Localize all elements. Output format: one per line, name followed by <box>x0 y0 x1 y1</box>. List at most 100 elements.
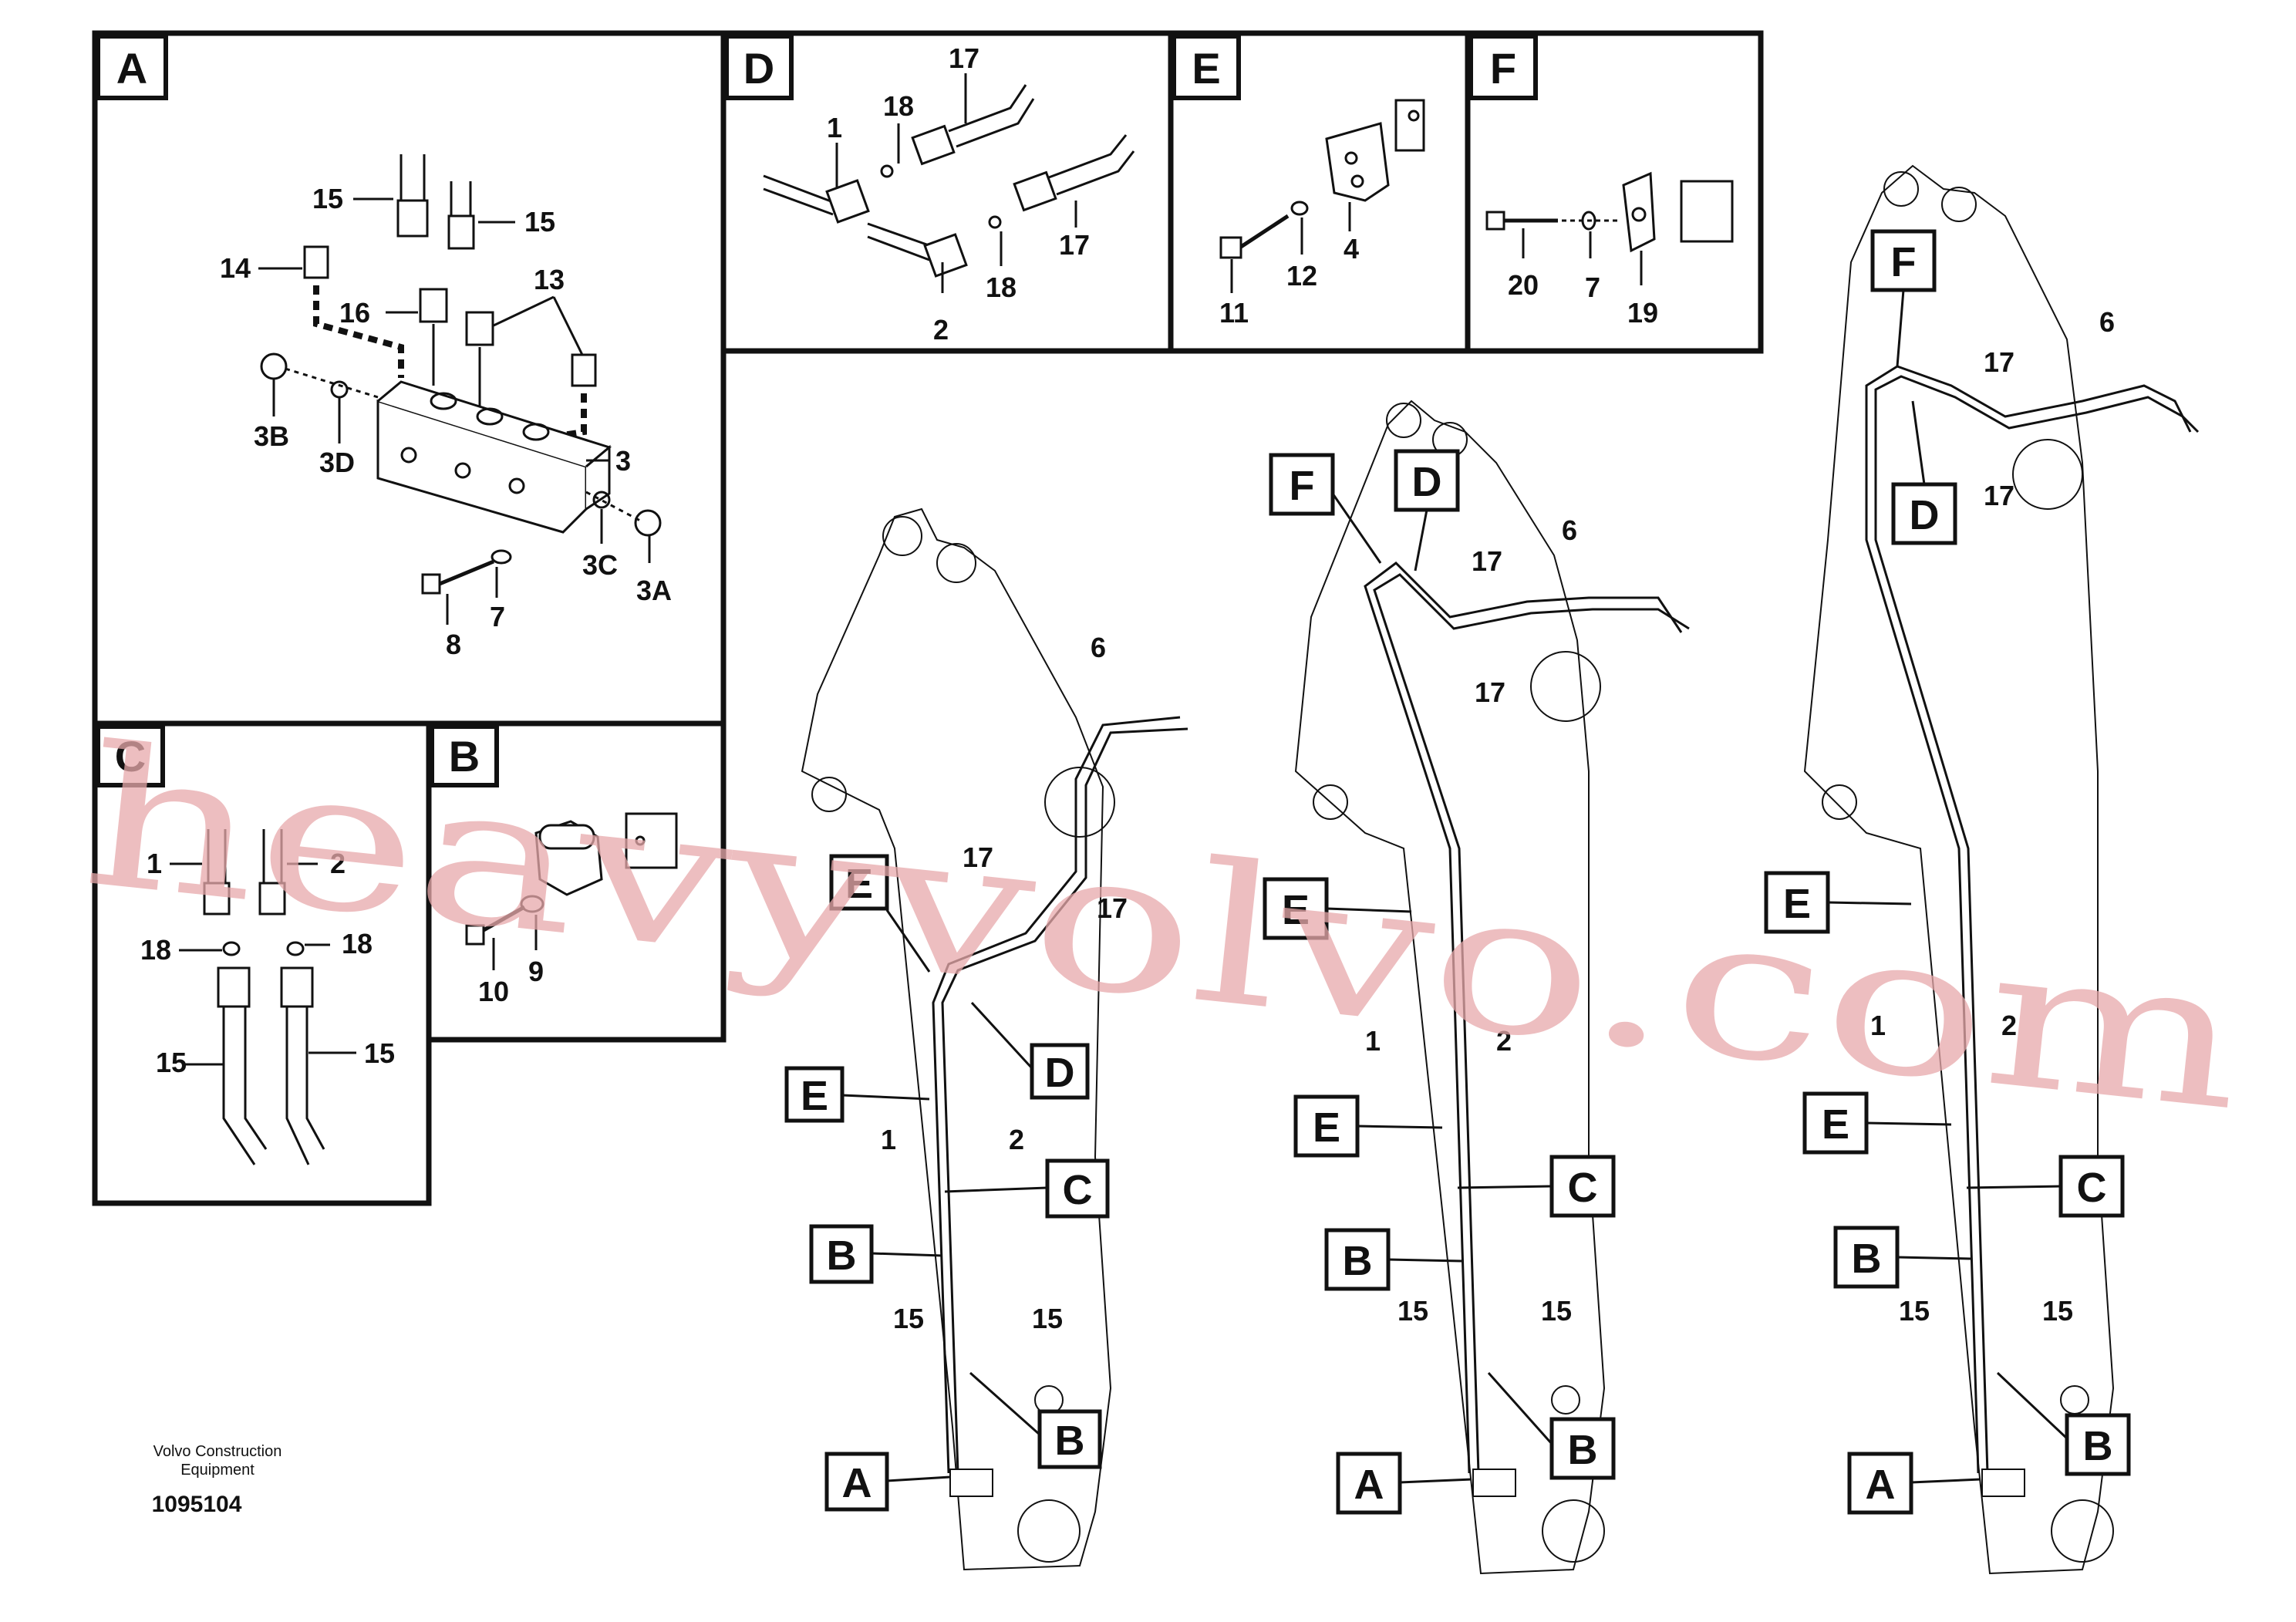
block-hole <box>1408 110 1420 122</box>
boom-middle-callout-b2: B <box>1549 1417 1616 1480</box>
boom-middle-callout-e2: E <box>1293 1094 1360 1158</box>
manifold-port-1 <box>430 392 457 410</box>
panel-d-letter: D <box>743 44 774 93</box>
boom-left-callout-e1: E <box>829 854 889 911</box>
svg-text:E: E <box>1313 1104 1340 1151</box>
svg-text:E: E <box>801 1073 828 1119</box>
clamp-4 <box>1325 122 1390 202</box>
label-b-10: 10 <box>478 976 509 1007</box>
panel-f-frame <box>1465 30 1764 354</box>
label-d-18-bottom: 18 <box>986 271 1017 303</box>
boom-left-callout-b2: B <box>1037 1409 1102 1469</box>
label-c-1: 1 <box>147 848 162 879</box>
fitting-14 <box>303 245 329 279</box>
label-3: 3 <box>615 445 631 477</box>
boom-middle-callout-c: C <box>1549 1155 1616 1218</box>
label-13: 13 <box>534 264 565 295</box>
plug-3a-axis <box>585 491 641 522</box>
seal-18-bottom <box>988 215 1002 229</box>
hose-15-right <box>450 181 472 216</box>
block-19b <box>1680 180 1734 243</box>
panel-e-letter: E <box>1192 44 1220 93</box>
watermark-text: heavyvolvo.com <box>75 703 2254 1153</box>
panel-a-labels: 15 15 14 16 13 3B 3D 3 3C 3A 7 8 <box>220 183 672 660</box>
bolt-8-shank <box>439 559 494 586</box>
elbow-2 <box>923 233 968 278</box>
boom-right-hose-b <box>1874 375 2200 1474</box>
boom-right-label-17b: 17 <box>1984 480 2014 511</box>
svg-text:A: A <box>1866 1462 1896 1508</box>
svg-text:D: D <box>1045 1050 1075 1096</box>
boom-middle-callout-b1: B <box>1324 1228 1391 1291</box>
panel-c-letter-box: C <box>96 724 165 787</box>
label-d-18-top: 18 <box>883 90 914 122</box>
boom-middle-label-6: 6 <box>1562 514 1577 546</box>
boom-right-callout-b1: B <box>1833 1226 1900 1289</box>
boom-right-pin-top-a <box>1883 171 1919 207</box>
boom-left-pin-top-a <box>882 516 922 556</box>
fitting-c-2 <box>258 882 286 916</box>
label-3a: 3A <box>636 575 672 606</box>
svg-text:A: A <box>1354 1462 1384 1508</box>
panel-a-letter: A <box>116 44 147 93</box>
elbow-1 <box>825 179 870 224</box>
label-14: 14 <box>220 252 251 284</box>
block-b-hole <box>635 835 646 846</box>
label-16: 16 <box>339 297 370 329</box>
seal-3c <box>592 491 611 509</box>
panel-d-leaders <box>835 73 1077 293</box>
boom-left-pin-mid <box>1044 767 1115 838</box>
boom-middle-callout-d: D <box>1394 449 1460 512</box>
washer-9 <box>520 895 544 913</box>
boom-middle-label-1: 1 <box>1365 1025 1381 1057</box>
boom-right-label-1: 1 <box>1870 1010 1886 1041</box>
bolt-11-shank <box>1239 214 1290 249</box>
boom-middle-hose-a <box>1364 561 1683 1474</box>
boom-right-label-15b: 15 <box>2042 1295 2073 1327</box>
clamp-19-hole <box>1631 207 1647 222</box>
panel-d-labels: 17 18 1 17 18 2 <box>827 42 1090 346</box>
boom-left-callout-c: C <box>1045 1158 1110 1219</box>
boom-middle-callouts: F D E E C B A B <box>1263 449 1616 1515</box>
fitting-c-1 <box>203 882 231 916</box>
hose-c-15-right <box>285 1007 325 1165</box>
boom-right-outline <box>1803 164 2115 1575</box>
caption-block: Volvo Construction Equipment 1095104 <box>152 1443 282 1517</box>
boom-right-labels: 6 17 17 1 2 15 15 <box>1870 306 2115 1327</box>
label-3c: 3C <box>582 549 618 581</box>
boom-right-pin-foot <box>2051 1499 2114 1563</box>
boom-right-callout-f: F <box>1870 229 1937 292</box>
boom-middle-pin-mid <box>1530 651 1601 722</box>
svg-text:C: C <box>1063 1167 1093 1213</box>
panel-d-drawing <box>763 73 1135 293</box>
plug-3a <box>634 509 662 537</box>
clamp-b-top <box>538 824 595 850</box>
panel-b-letter-box: B <box>430 724 499 787</box>
panel-d-letter-box: D <box>724 34 794 100</box>
boom-right-callout-leaders <box>1827 289 2068 1484</box>
panel-letter-boxes: A C B D E F <box>96 34 1538 787</box>
label-c-18-right: 18 <box>342 928 373 959</box>
plug-3b-axis <box>285 367 379 399</box>
stem-lines <box>432 324 481 409</box>
boom-middle-pin-foot-b <box>1551 1385 1580 1415</box>
boom-right-label-17a: 17 <box>1984 346 2014 378</box>
hose-17-bottom <box>1048 134 1135 196</box>
hose-end-15-left <box>396 199 429 238</box>
label-3b: 3B <box>254 420 289 452</box>
boom-middle-callout-a: A <box>1336 1452 1402 1515</box>
boom-left-manifold <box>949 1469 993 1497</box>
panel-f-letter: F <box>1490 44 1516 93</box>
label-b-9: 9 <box>528 956 544 987</box>
boom-left-callout-leaders <box>841 909 1048 1482</box>
label-15-right: 15 <box>524 206 555 238</box>
washer-7-f <box>1581 211 1596 231</box>
boom-middle-label-17b: 17 <box>1475 676 1505 708</box>
boom-middle-pin-low <box>1313 784 1348 820</box>
bolt-20-head <box>1485 211 1505 231</box>
label-d-1: 1 <box>827 112 842 143</box>
seal-18-top <box>880 164 894 178</box>
manifold-block-side <box>585 444 611 511</box>
boom-left-callout-d: D <box>1030 1043 1090 1100</box>
panel-f-labels: 20 7 19 <box>1508 269 1658 329</box>
